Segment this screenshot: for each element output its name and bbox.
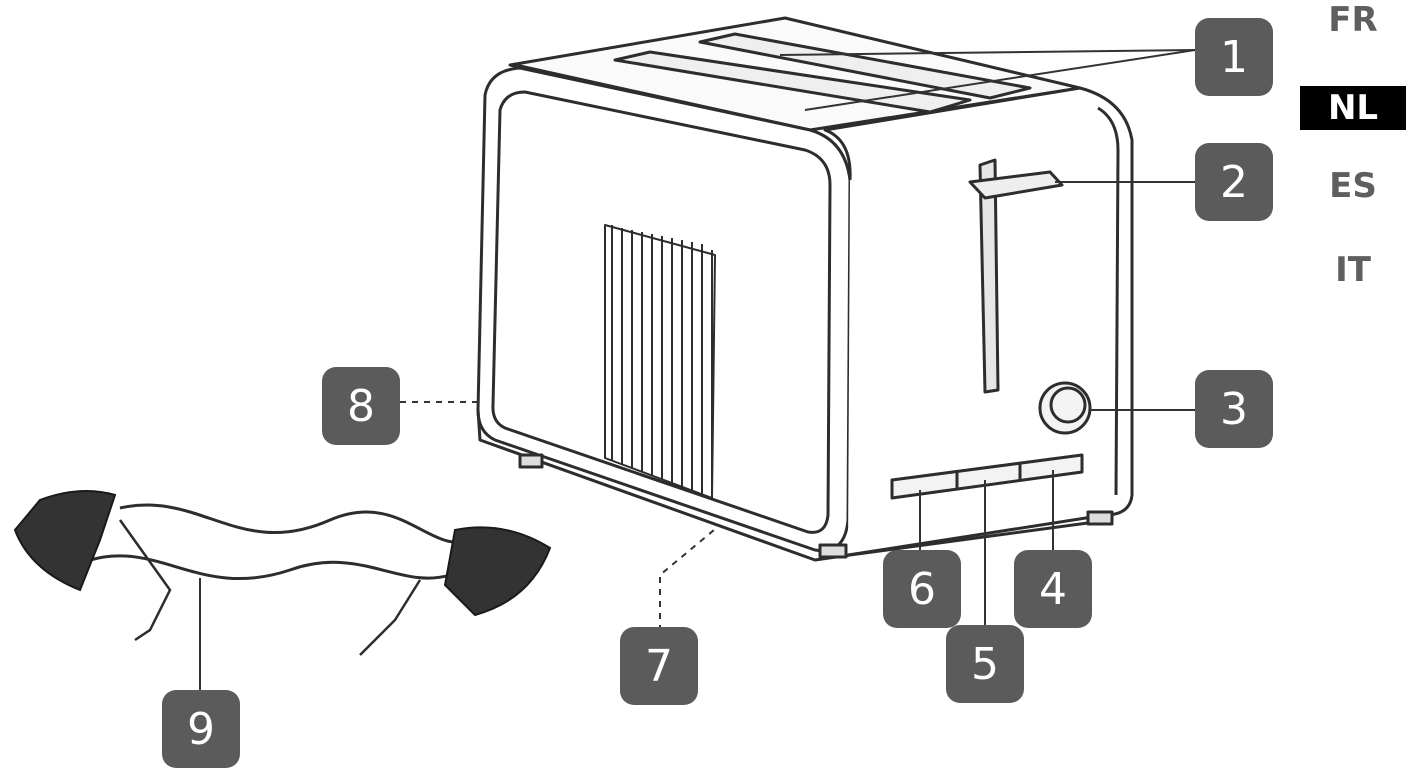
callout-3: 3 [1195,370,1273,448]
lang-tab-es[interactable]: ES [1329,166,1377,206]
callout-4: 4 [1014,550,1092,628]
lang-tab-it[interactable]: IT [1335,250,1371,290]
power-cord-illustration [13,490,552,656]
toaster-illustration [476,16,1134,562]
callout-8: 8 [322,367,400,445]
callout-1: 1 [1195,18,1273,96]
callout-5: 5 [946,625,1024,703]
callout-7: 7 [620,627,698,705]
callout-6: 6 [883,550,961,628]
leader-lines [199,49,1196,695]
callout-2: 2 [1195,143,1273,221]
lang-tab-fr[interactable]: FR [1328,0,1378,40]
lang-tab-nl[interactable]: NL [1300,86,1406,130]
callout-9: 9 [162,690,240,768]
